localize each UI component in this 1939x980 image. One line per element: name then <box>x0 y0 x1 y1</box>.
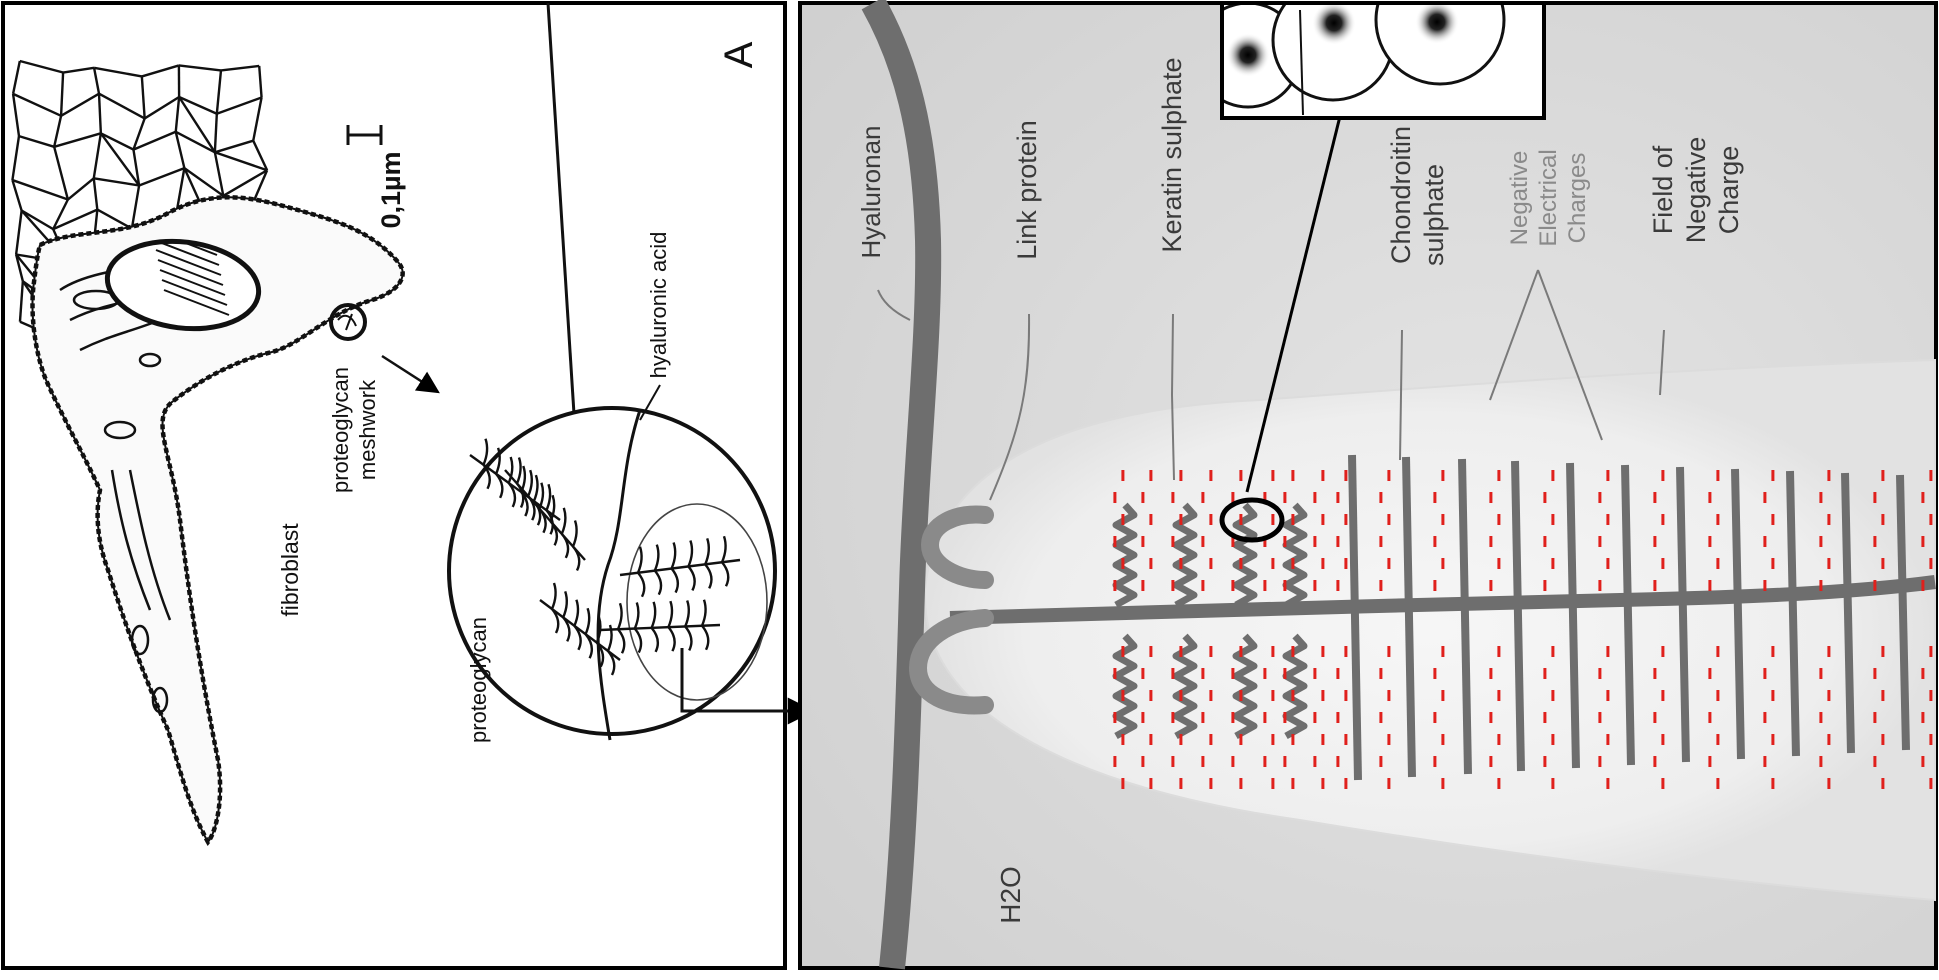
chondroitin-label-line2: sulphate <box>1419 164 1449 266</box>
chondroitin-label-line1: Chondroitin <box>1386 126 1416 264</box>
negative-charges-label-line1: Negative <box>1506 151 1533 246</box>
fibroblast-label: fibroblast <box>277 523 303 617</box>
panel-letter-a: A <box>717 41 761 68</box>
water-label: H2O <box>995 866 1026 924</box>
panel-b: Hyaluronan Link protein Keratin sulphate… <box>800 0 1936 968</box>
field-label-line1: Field of <box>1648 145 1678 234</box>
meshwork-label-line1: proteoglycan <box>328 367 353 493</box>
meshwork-label-line2: meshwork <box>355 379 380 480</box>
keratin-sulphate-label: Keratin sulphate <box>1157 57 1187 252</box>
field-label-line3: Charge <box>1714 146 1744 235</box>
inset-spheres-box <box>1196 0 1544 118</box>
negative-charges-label-line2: Electrical <box>1535 149 1562 246</box>
panel-a: 0,1µm proteoglycan meshwork fibroblast h… <box>3 3 812 968</box>
field-label-line2: Negative <box>1681 137 1711 244</box>
proteoglycan-label: proteoglycan <box>466 617 491 743</box>
scale-label: 0,1µm <box>376 151 406 228</box>
negative-charges-label-line3: Charges <box>1564 153 1591 244</box>
hyaluronan-label: Hyaluronan <box>856 126 886 259</box>
hyaluronic-acid-label: hyaluronic acid <box>646 232 671 379</box>
link-protein-label: Link protein <box>1012 120 1042 260</box>
